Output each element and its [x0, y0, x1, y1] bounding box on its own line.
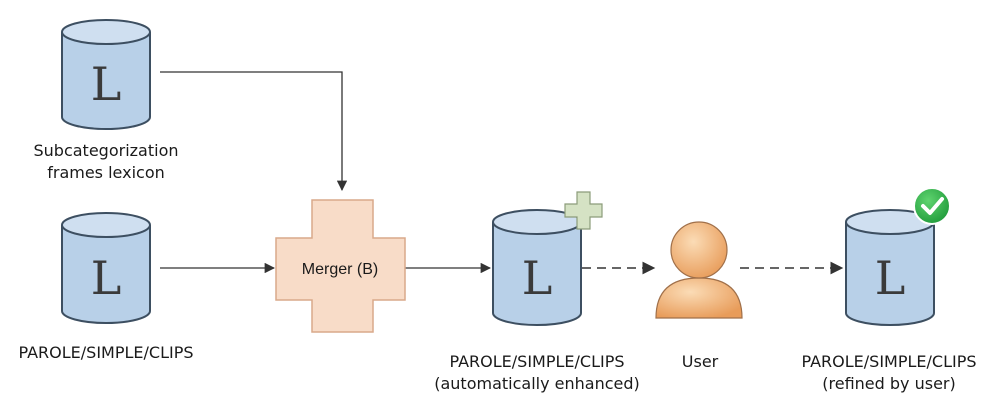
label-line: PAROLE/SIMPLE/CLIPS [801, 352, 977, 371]
subcat-lexicon-cylinder: L [61, 19, 151, 130]
cylinder-letter: L [91, 251, 122, 305]
merger-node: Merger (B) [275, 199, 406, 333]
parole-enhanced-label: PAROLE/SIMPLE/CLIPS (automatically enhan… [417, 351, 657, 395]
parole-source-cylinder: L [61, 212, 151, 324]
cylinder-letter: L [91, 57, 122, 111]
user-icon [655, 221, 743, 319]
edges [160, 71, 844, 275]
label-line: PAROLE/SIMPLE/CLIPS [18, 343, 194, 362]
label-line: frames lexicon [47, 163, 165, 182]
plus-icon [564, 191, 603, 230]
parole-enhanced-cylinder: L [492, 191, 603, 326]
parole-source-label: PAROLE/SIMPLE/CLIPS [0, 342, 212, 364]
parole-refined-cylinder: L [845, 187, 951, 326]
subcat-lexicon-label: Subcategorization frames lexicon [6, 140, 206, 184]
user-label: User [660, 351, 740, 373]
cylinder-letter: L [522, 251, 553, 305]
check-icon [913, 187, 951, 225]
label-line: Subcategorization [33, 141, 179, 160]
label-line: (refined by user) [822, 374, 956, 393]
cylinder-letter: L [875, 251, 906, 305]
merger-label: Merger (B) [302, 261, 378, 278]
parole-refined-label: PAROLE/SIMPLE/CLIPS (refined by user) [780, 351, 998, 395]
label-line: PAROLE/SIMPLE/CLIPS [449, 352, 625, 371]
label-line: User [681, 352, 719, 371]
edge-subcat-to-merger [160, 71, 348, 192]
label-line: (automatically enhanced) [434, 374, 640, 393]
